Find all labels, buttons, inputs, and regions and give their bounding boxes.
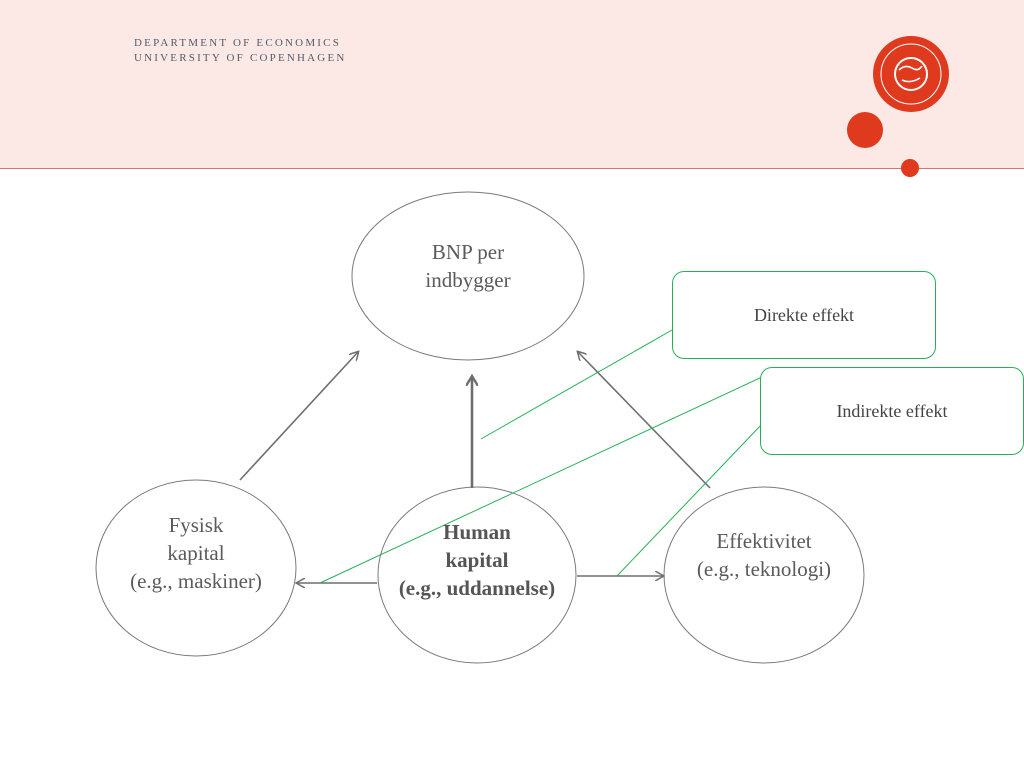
callout-pointer-direct xyxy=(480,329,673,440)
university-name: UNIVERSITY OF COPENHAGEN xyxy=(134,52,347,64)
node-bnp xyxy=(351,191,585,361)
university-seal-icon xyxy=(847,36,949,177)
callout-direct-effect: Direkte effekt xyxy=(672,271,936,359)
node-physical-label: Fysisk kapital (e.g., maskiner) xyxy=(96,511,296,595)
callout-direct-text: Direkte effekt xyxy=(753,304,855,325)
node-human-capital xyxy=(377,486,577,664)
node-bnp-line1: BNP per xyxy=(431,240,505,264)
seal-outer xyxy=(873,36,949,112)
callout-pointer-indirect-physical xyxy=(319,376,763,584)
node-human-line1: Human xyxy=(443,520,511,544)
callout-pointer-indirect-efficiency xyxy=(616,423,763,577)
decor-dot-small xyxy=(901,159,919,177)
node-efficiency-line1: Effektivitet xyxy=(716,529,812,553)
node-physical-line3: (e.g., maskiner) xyxy=(130,569,262,593)
arrow-efficiency-to-bnp xyxy=(578,352,711,489)
decor-dot-large xyxy=(847,112,883,148)
department-label: DEPARTMENT OF ECONOMICS UNIVERSITY OF CO… xyxy=(134,36,347,66)
node-human-label: Human kapital (e.g., uddannelse) xyxy=(377,518,577,602)
arrow-physical-to-bnp xyxy=(239,352,358,481)
slide-header: DEPARTMENT OF ECONOMICS UNIVERSITY OF CO… xyxy=(0,0,1024,169)
department-name: DEPARTMENT OF ECONOMICS xyxy=(134,37,342,49)
node-physical-line2: kapital xyxy=(167,541,225,565)
seal-globe-lines xyxy=(898,65,923,83)
node-human-line2: kapital xyxy=(445,548,509,572)
node-physical-line1: Fysisk xyxy=(168,513,224,537)
node-efficiency-line2: (e.g., teknologi) xyxy=(696,557,832,581)
callout-indirect-text: Indirekte effekt xyxy=(836,400,948,421)
callout-indirect-effect: Indirekte effekt xyxy=(760,367,1024,455)
node-human-line3: (e.g., uddannelse) xyxy=(398,576,556,600)
node-bnp-label: BNP per indbygger xyxy=(368,238,568,294)
node-physical-capital xyxy=(95,479,297,657)
seal-globe xyxy=(894,57,928,91)
node-bnp-line2: indbygger xyxy=(425,268,511,292)
node-efficiency-label: Effektivitet (e.g., teknologi) xyxy=(664,527,864,583)
seal-ring xyxy=(880,43,942,105)
